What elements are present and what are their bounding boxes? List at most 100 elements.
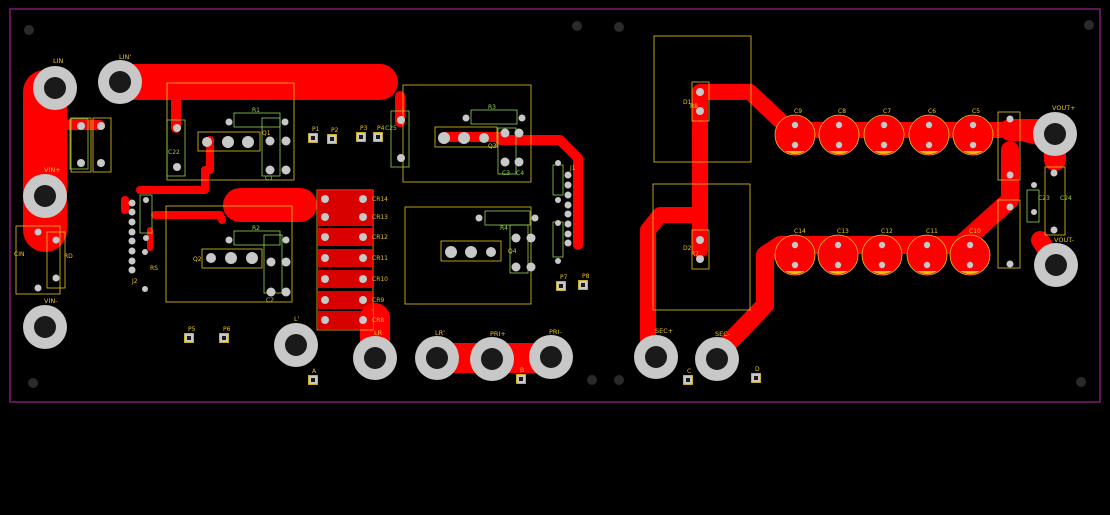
copper-traces [23, 64, 1066, 373]
diode-cr10: CR10 [317, 270, 388, 288]
svg-text:CR12: CR12 [372, 234, 388, 241]
svg-text:P8: P8 [582, 273, 590, 280]
svg-text:P2: P2 [331, 127, 339, 134]
svg-text:C7: C7 [883, 108, 891, 115]
capacitor-c12: C12 [861, 228, 903, 276]
svg-text:C13: C13 [837, 228, 849, 235]
label-lin-prime: LIN' [119, 53, 131, 61]
test-point-p8: P8 [578, 273, 590, 290]
test-point-b: B [516, 367, 526, 384]
label-q1: Q1 [262, 130, 271, 137]
label-q3: Q3 [488, 143, 497, 150]
diode-cr13: CR13 [317, 208, 388, 226]
svg-text:CR10: CR10 [372, 276, 388, 283]
svg-text:C6: C6 [928, 108, 936, 115]
label-c23: C23 [1038, 195, 1050, 202]
label-cin: CIN [14, 251, 24, 258]
label-lr: LR [374, 329, 383, 337]
capacitor-c13: C13 [817, 228, 859, 276]
label-pri-minus: PRI- [549, 328, 562, 336]
label-d1: D1 [683, 99, 692, 106]
board-outline [9, 8, 1101, 403]
diode-cr9: CR9 [317, 291, 384, 309]
test-point-d: D [751, 366, 761, 383]
label-pri-plus: PRI+ [490, 330, 506, 338]
capacitor-c5: C5 [952, 108, 994, 156]
svg-text:P3: P3 [360, 125, 368, 132]
label-c3: C3 [502, 170, 510, 177]
test-point-p1: P1 [308, 126, 320, 143]
diode-cr12: CR12 [317, 228, 388, 246]
label-c1: C1 [265, 175, 273, 182]
label-q4: Q4 [508, 248, 517, 255]
label-vout-minus: VOUT- [1054, 236, 1075, 244]
svg-text:C9: C9 [794, 108, 802, 115]
label-c22: C22 [168, 149, 180, 156]
label-c4: C4 [516, 170, 524, 177]
small-pads [34, 88, 1058, 297]
refdes-labels: Q1 Q2 Q3 Q4 R1 R2 R3 R4 C1 C2 C3 C4 C22 … [14, 99, 1072, 304]
svg-text:P4: P4 [377, 125, 385, 132]
svg-text:P6: P6 [223, 326, 231, 333]
connector-labels: LIN LIN' VIN+ VIN- L' LR LR' PRI+ PRI- S… [44, 53, 1076, 338]
label-c2: C2 [266, 297, 274, 304]
label-r2: R2 [252, 225, 260, 232]
svg-text:P7: P7 [560, 274, 568, 281]
capacitor-c11: C11 [906, 228, 948, 276]
connector-pads [23, 60, 1078, 381]
label-c25: C25 [385, 125, 397, 132]
mounting-holes [24, 20, 1094, 388]
label-r4: R4 [500, 225, 508, 232]
test-point-p4: P4 [373, 125, 385, 142]
test-point-a: A [308, 368, 318, 385]
test-point-p6: P6 [219, 326, 231, 343]
diode-cr11: CR11 [317, 249, 388, 267]
diode-cr14: CR14 [317, 190, 388, 208]
svg-text:C14: C14 [794, 228, 806, 235]
label-r1: R1 [252, 107, 260, 114]
svg-text:CR13: CR13 [372, 214, 388, 221]
test-point-c: C [683, 368, 693, 385]
svg-text:D: D [755, 366, 760, 373]
label-r7: R7 [691, 251, 699, 258]
label-rs: RS [150, 265, 158, 272]
label-q2: Q2 [193, 256, 202, 263]
svg-text:CR9: CR9 [372, 297, 384, 304]
capacitor-c6: C6 [908, 108, 950, 156]
label-vin-minus: VIN- [44, 297, 58, 305]
capacitor-c8: C8 [818, 108, 860, 156]
label-j2: J2 [131, 278, 138, 285]
svg-text:C5: C5 [972, 108, 980, 115]
label-sec-plus: SEC+ [655, 327, 673, 335]
svg-text:P5: P5 [188, 326, 196, 333]
label-d2: D2 [683, 245, 692, 252]
diode-cr8: CR8 [317, 311, 384, 329]
label-r3: R3 [488, 104, 496, 111]
svg-text:P1: P1 [312, 126, 320, 133]
svg-text:C12: C12 [881, 228, 893, 235]
svg-text:CR8: CR8 [372, 317, 384, 324]
label-lin: LIN [53, 57, 64, 65]
component-outlines [69, 109, 1040, 294]
svg-text:C10: C10 [969, 228, 981, 235]
capacitor-c14: C14 [774, 228, 816, 276]
svg-text:CR11: CR11 [372, 255, 388, 262]
label-l-prime: L' [294, 315, 300, 323]
test-point-p3: P3 [356, 125, 368, 142]
label-r8: R8 [690, 103, 698, 110]
label-sec-minus: SEC- [715, 330, 731, 338]
test-point-p2: P2 [327, 127, 339, 144]
capacitor-c10: C10 [949, 228, 991, 276]
capacitor-c7: C7 [863, 108, 905, 156]
svg-text:CR14: CR14 [372, 196, 388, 203]
capacitor-c9: C9 [774, 108, 816, 156]
test-point-p5: P5 [184, 326, 196, 343]
svg-text:A: A [312, 368, 317, 375]
label-vin-plus: VIN+ [44, 166, 61, 174]
svg-text:C8: C8 [838, 108, 846, 115]
label-rd: RD [64, 253, 73, 260]
label-lr-prime: LR' [435, 329, 445, 337]
